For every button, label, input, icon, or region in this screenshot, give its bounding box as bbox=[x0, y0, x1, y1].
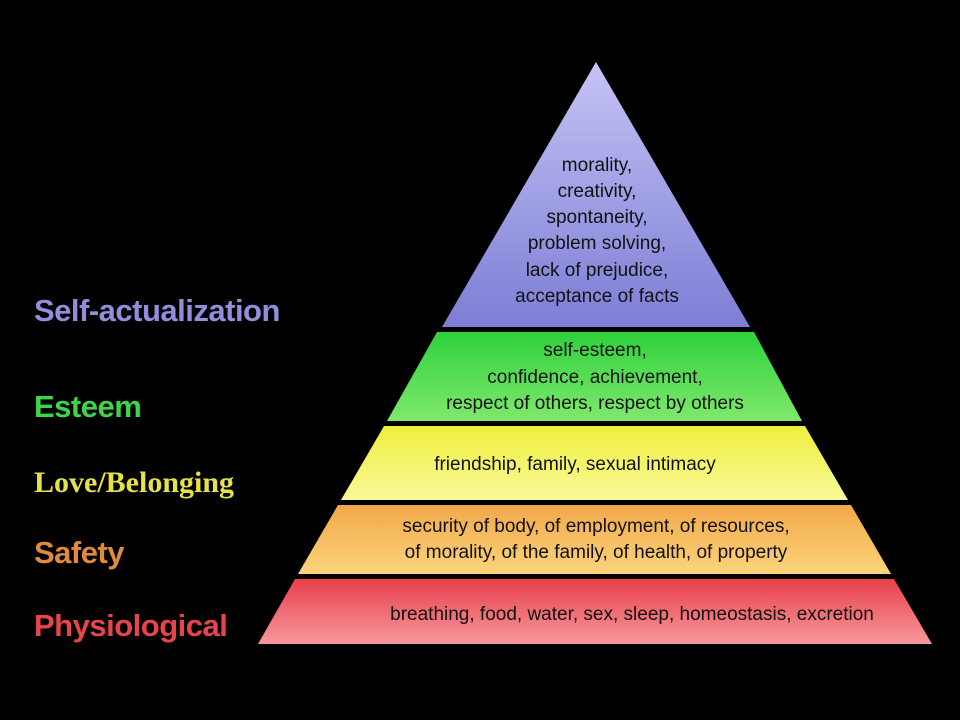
tier-physiological-text: breathing, food, water, sex, sleep, home… bbox=[390, 604, 874, 625]
tier-text-line: friendship, family, sexual intimacy bbox=[434, 454, 716, 475]
tier-love-belonging-text: friendship, family, sexual intimacy bbox=[434, 454, 716, 475]
label-safety: Safety bbox=[34, 535, 125, 571]
tier-safety bbox=[298, 505, 891, 574]
tier-love-belonging bbox=[341, 426, 848, 500]
label-text: Esteem bbox=[34, 389, 142, 424]
tier-text-line: security of body, of employment, of reso… bbox=[402, 516, 789, 537]
label-physiological: Physiological bbox=[34, 608, 228, 644]
tier-esteem bbox=[387, 332, 802, 421]
tier-text-line: morality, bbox=[562, 155, 632, 176]
label-text: Physiological bbox=[34, 608, 228, 643]
tier-text-line: acceptance of facts bbox=[515, 286, 679, 307]
label-text: Self-actualization bbox=[34, 293, 280, 328]
label-love-belonging: Love/Belonging bbox=[34, 466, 234, 500]
tier-safety-text: security of body, of employment, of reso… bbox=[402, 516, 789, 563]
tier-text-line: creativity, bbox=[558, 181, 637, 202]
tier-self-actualization-text: morality, creativity, spontaneity, probl… bbox=[515, 155, 679, 307]
tier-text-line: spontaneity, bbox=[546, 207, 647, 228]
tier-text-line: problem solving, bbox=[528, 233, 666, 254]
tier-text-line: self-esteem, bbox=[543, 340, 646, 361]
tier-text-line: confidence, achievement, bbox=[487, 367, 702, 388]
tier-text-line: breathing, food, water, sex, sleep, home… bbox=[390, 604, 874, 625]
tier-text-line: of morality, of the family, of health, o… bbox=[405, 542, 788, 563]
label-self-actualization: Self-actualization bbox=[34, 293, 280, 329]
tier-self-actualization bbox=[442, 62, 750, 327]
tier-esteem-text: self-esteem, confidence, achievement, re… bbox=[446, 340, 744, 414]
tier-text-line: respect of others, respect by others bbox=[446, 393, 744, 414]
tier-text-line: lack of prejudice, bbox=[526, 260, 669, 281]
label-text: Love/Belonging bbox=[34, 466, 235, 499]
label-esteem: Esteem bbox=[34, 389, 142, 425]
label-text: Safety bbox=[34, 535, 125, 570]
tier-physiological bbox=[258, 579, 932, 644]
